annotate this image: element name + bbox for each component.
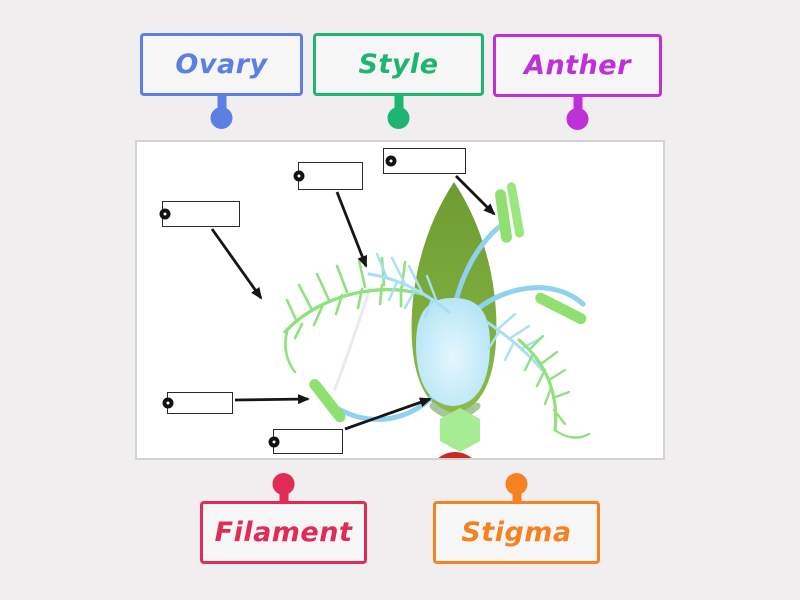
target-ring-icon [268, 436, 280, 447]
feathery-stigma-blue-left [367, 252, 451, 319]
drag-pin-icon [394, 93, 403, 110]
target-ring-icon [293, 170, 305, 182]
drag-pin-icon [573, 94, 582, 111]
word-bank-label-ovary: Ovary [175, 49, 268, 80]
word-bank-label-filament: Filament [214, 517, 353, 548]
word-bank-label-style: Style [358, 49, 439, 80]
answer-target-4[interactable] [162, 392, 233, 414]
word-bank-item-style[interactable]: Style [313, 33, 484, 110]
drag-pin-icon [512, 492, 521, 504]
word-bank-label-stigma: Stigma [461, 517, 572, 548]
faint-stem-line [333, 286, 372, 391]
target-ring-icon [162, 397, 174, 409]
word-bank-item-ovary[interactable]: Ovary [140, 33, 303, 110]
anther-capsules [309, 182, 587, 423]
grass-flower-illustration [283, 182, 591, 458]
word-bank-item-filament[interactable]: Filament [200, 492, 367, 564]
target-ring-icon [159, 208, 171, 220]
feathery-stigma-green-left [283, 256, 424, 374]
word-bank-item-stigma[interactable]: Stigma [433, 492, 600, 564]
ovary-body [416, 298, 490, 406]
bottom-red-shape [438, 452, 472, 458]
answer-target-2[interactable] [293, 162, 363, 190]
base-hexagon [440, 408, 480, 452]
drag-pin-icon [217, 93, 226, 110]
answer-target-1[interactable] [383, 148, 466, 174]
drag-pin-icon [279, 492, 288, 504]
answer-target-5[interactable] [268, 429, 343, 454]
word-bank-item-anther[interactable]: Anther [493, 34, 662, 111]
word-bank-label-anther: Anther [524, 50, 631, 81]
answer-target-3[interactable] [159, 201, 240, 227]
feathery-stigma-green-right [517, 334, 591, 439]
target-ring-icon [385, 155, 397, 167]
